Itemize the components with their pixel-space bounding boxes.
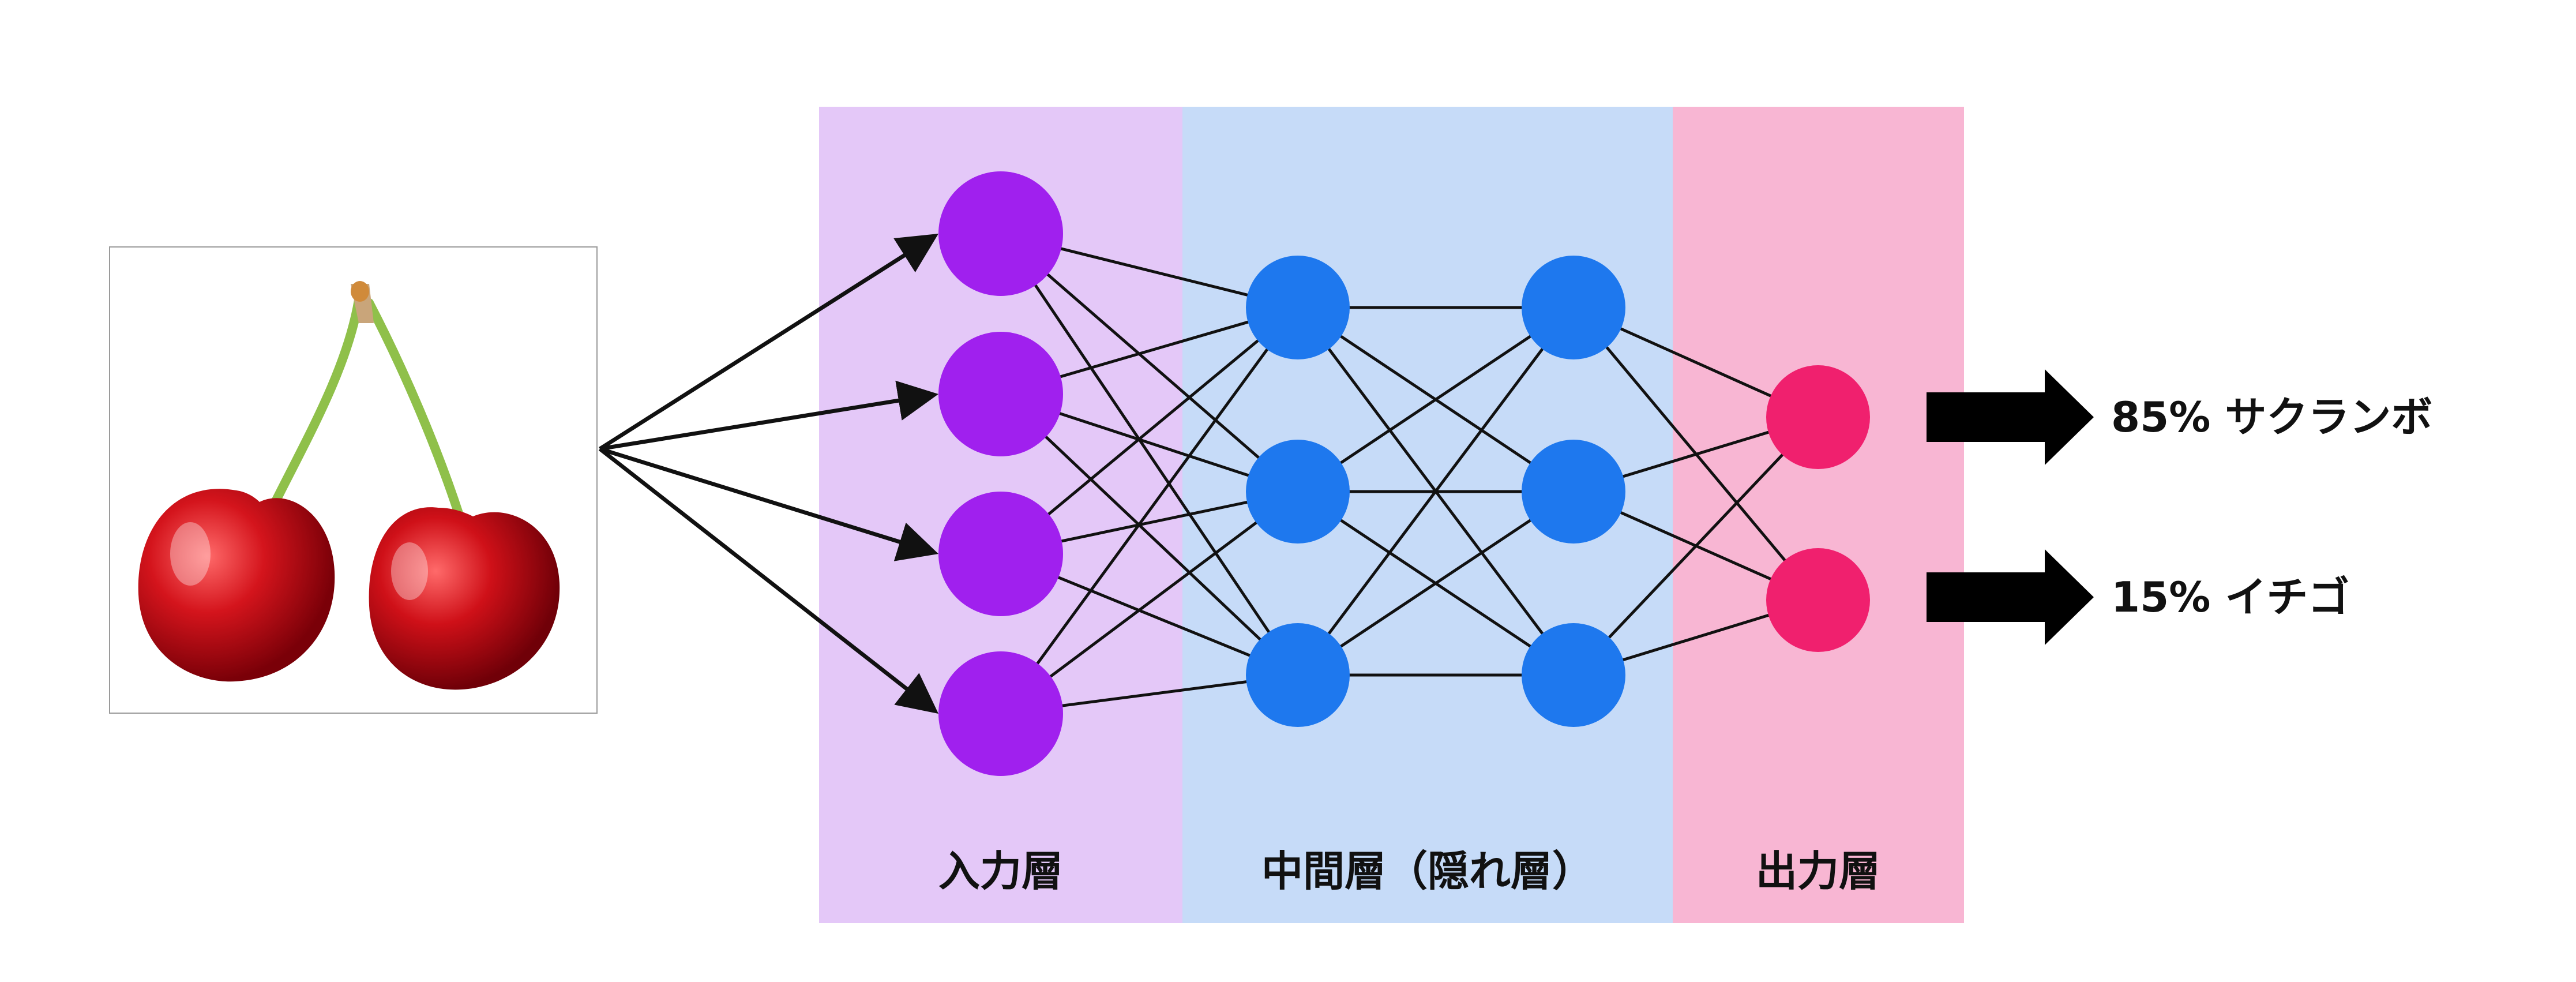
connection-line (1000, 233, 1299, 493)
output-arrow-2 (1927, 549, 2094, 645)
input-node-4 (938, 651, 1063, 776)
input-arrow (598, 447, 938, 714)
output-node-2 (1766, 548, 1870, 652)
input-layer-label: 入力層 (938, 847, 1063, 895)
input-arrow (599, 380, 938, 451)
connection-line (1297, 306, 1575, 676)
output-layer-panel (1673, 107, 1964, 923)
hidden-node-1-2 (1246, 440, 1350, 544)
output-label-cherry: 85% サクランボ (2111, 393, 2432, 441)
cherry-image (109, 246, 598, 714)
hidden-node-2-1 (1522, 256, 1625, 359)
input-arrow (599, 234, 938, 451)
hidden-layer-label: 中間層（隠れ層） (1261, 847, 1594, 895)
input-node-2 (938, 332, 1063, 456)
hidden-node-1-3 (1246, 623, 1350, 727)
connection-line (1572, 416, 1819, 676)
input-node-1 (938, 171, 1063, 296)
connection-line (1000, 306, 1299, 555)
hidden-node-2-3 (1522, 623, 1625, 727)
connection-line (999, 306, 1300, 715)
output-node-1 (1766, 365, 1870, 469)
hidden-node-2-2 (1522, 440, 1625, 544)
network-nodes (938, 171, 1870, 776)
connection-line (1000, 393, 1299, 676)
hidden-node-1-1 (1246, 256, 1350, 359)
output-layer-label: 出力層 (1756, 847, 1880, 895)
input-node-3 (938, 492, 1063, 616)
connection-line (1297, 490, 1575, 677)
connection-line (1297, 306, 1575, 493)
connection-line (999, 233, 1300, 676)
input-arrow (599, 447, 938, 561)
input-arrows (598, 234, 938, 714)
output-arrow-1 (1927, 369, 2094, 465)
output-label-strawberry: 15% イチゴ (2111, 573, 2349, 621)
